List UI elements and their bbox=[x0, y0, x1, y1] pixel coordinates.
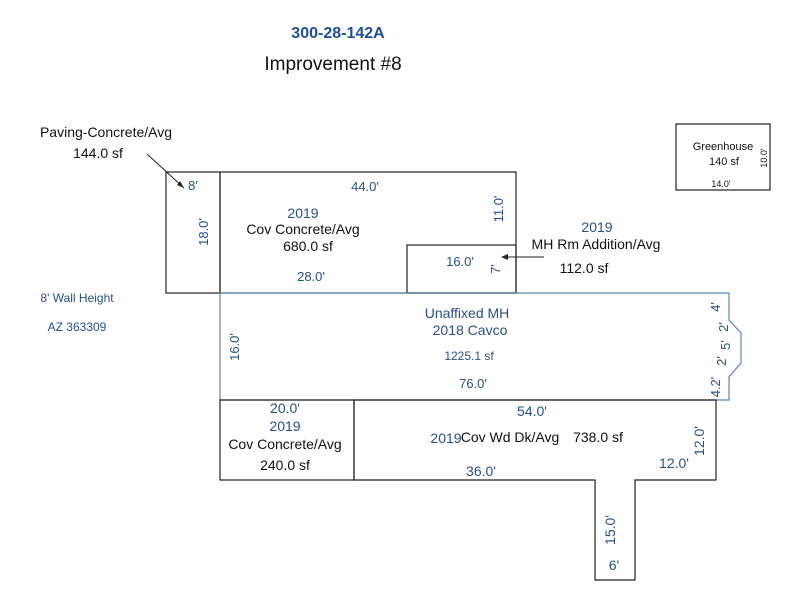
mobile-home-area: Unaffixed MH 2018 Cavco 1225.1 sf 76.0' … bbox=[219, 292, 742, 401]
parcel-id: 300-28-142A bbox=[291, 25, 385, 42]
mh-addition-dim-width: 16.0' bbox=[446, 254, 474, 269]
mh-addition-area-value: 112.0 sf bbox=[560, 260, 609, 276]
wall-height-note: 8' Wall Height bbox=[40, 291, 114, 305]
greenhouse-outline bbox=[675, 123, 771, 191]
mh-dim-right-2: 2' bbox=[716, 322, 731, 332]
paving-label: Paving-Concrete/Avg bbox=[40, 124, 172, 140]
deck-stem-width: 6' bbox=[609, 557, 619, 573]
mh-dim-left: 16.0' bbox=[227, 333, 242, 361]
deck-stem-length: 15.0' bbox=[602, 515, 618, 545]
cov-concrete-top-area-value: 680.0 sf bbox=[283, 238, 333, 254]
mh-subtitle: 2018 Cavco bbox=[433, 322, 508, 338]
cov-concrete-top-label: Cov Concrete/Avg bbox=[246, 221, 359, 237]
deck-dim-bottom: 36.0' bbox=[466, 463, 496, 479]
greenhouse-area-value: 140 sf bbox=[709, 156, 740, 168]
mh-addition-year: 2019 bbox=[581, 219, 612, 235]
cov-concrete-top-area: 44.0' 2019 Cov Concrete/Avg 680.0 sf 28.… bbox=[219, 171, 517, 294]
mh-label: Unaffixed MH bbox=[425, 305, 510, 321]
deck-label: Cov Wd Dk/Avg bbox=[461, 429, 560, 445]
deck-year: 2019 bbox=[430, 430, 461, 446]
mh-dim-right-3: 5' bbox=[718, 340, 733, 350]
paving-dim-width: 8' bbox=[188, 178, 198, 193]
cov-concrete-top-year: 2019 bbox=[287, 205, 318, 221]
mh-dim-right-4: 2' bbox=[714, 356, 729, 366]
greenhouse-label: Greenhouse bbox=[693, 141, 754, 153]
cov-concrete-bottom-area-value: 240.0 sf bbox=[260, 457, 310, 473]
mh-dim-bottom: 76.0' bbox=[459, 376, 487, 391]
license-note: AZ 363309 bbox=[48, 320, 107, 334]
greenhouse-area: Greenhouse 140 sf 14.0' 10.0' bbox=[675, 123, 771, 191]
arrowhead-icon bbox=[177, 181, 184, 188]
paving-dim-length: 18.0' bbox=[196, 218, 211, 246]
paving-area: Paving-Concrete/Avg 144.0 sf 8' 18.0' bbox=[40, 124, 221, 294]
cov-wood-deck-outline bbox=[353, 399, 717, 581]
deck-dim-top: 54.0' bbox=[517, 403, 547, 419]
paving-area-value: 144.0 sf bbox=[73, 145, 123, 161]
greenhouse-dim-width: 14.0' bbox=[711, 179, 731, 189]
cov-wood-deck-area: 54.0' 2019 Cov Wd Dk/Avg 738.0 sf 36.0' … bbox=[353, 399, 717, 581]
cov-concrete-top-dim-top: 44.0' bbox=[351, 179, 379, 194]
deck-area-value: 738.0 sf bbox=[573, 429, 623, 445]
deck-dim-right: 12.0' bbox=[691, 426, 707, 456]
mh-addition-label: MH Rm Addition/Avg bbox=[532, 236, 661, 252]
arrowhead-icon bbox=[501, 254, 508, 260]
mh-addition-area: 16.0' 7' 2019 MH Rm Addition/Avg 112.0 s… bbox=[406, 219, 661, 294]
mh-addition-dim-height: 7' bbox=[488, 264, 503, 274]
mh-dim-right-1: 4' bbox=[708, 302, 723, 312]
mh-area-value: 1225.1 sf bbox=[444, 349, 494, 363]
deck-dim-inner: 12.0' bbox=[659, 455, 689, 471]
cov-concrete-top-dim-bottom: 28.0' bbox=[297, 269, 325, 284]
improvement-title: Improvement #8 bbox=[264, 54, 401, 75]
paving-pointer-arrow bbox=[146, 153, 185, 189]
cov-concrete-bottom-label: Cov Concrete/Avg bbox=[228, 436, 341, 452]
mh-dim-right-5: 4.2' bbox=[708, 377, 723, 398]
cov-concrete-bottom-year: 2019 bbox=[269, 418, 300, 434]
cov-concrete-bottom-dim-top: 20.0' bbox=[270, 400, 300, 416]
greenhouse-dim-height: 10.0' bbox=[759, 148, 769, 168]
cov-concrete-top-dim-right: 11.0' bbox=[491, 196, 506, 223]
cov-concrete-bottom-area: 20.0' 2019 Cov Concrete/Avg 240.0 sf bbox=[219, 399, 355, 481]
